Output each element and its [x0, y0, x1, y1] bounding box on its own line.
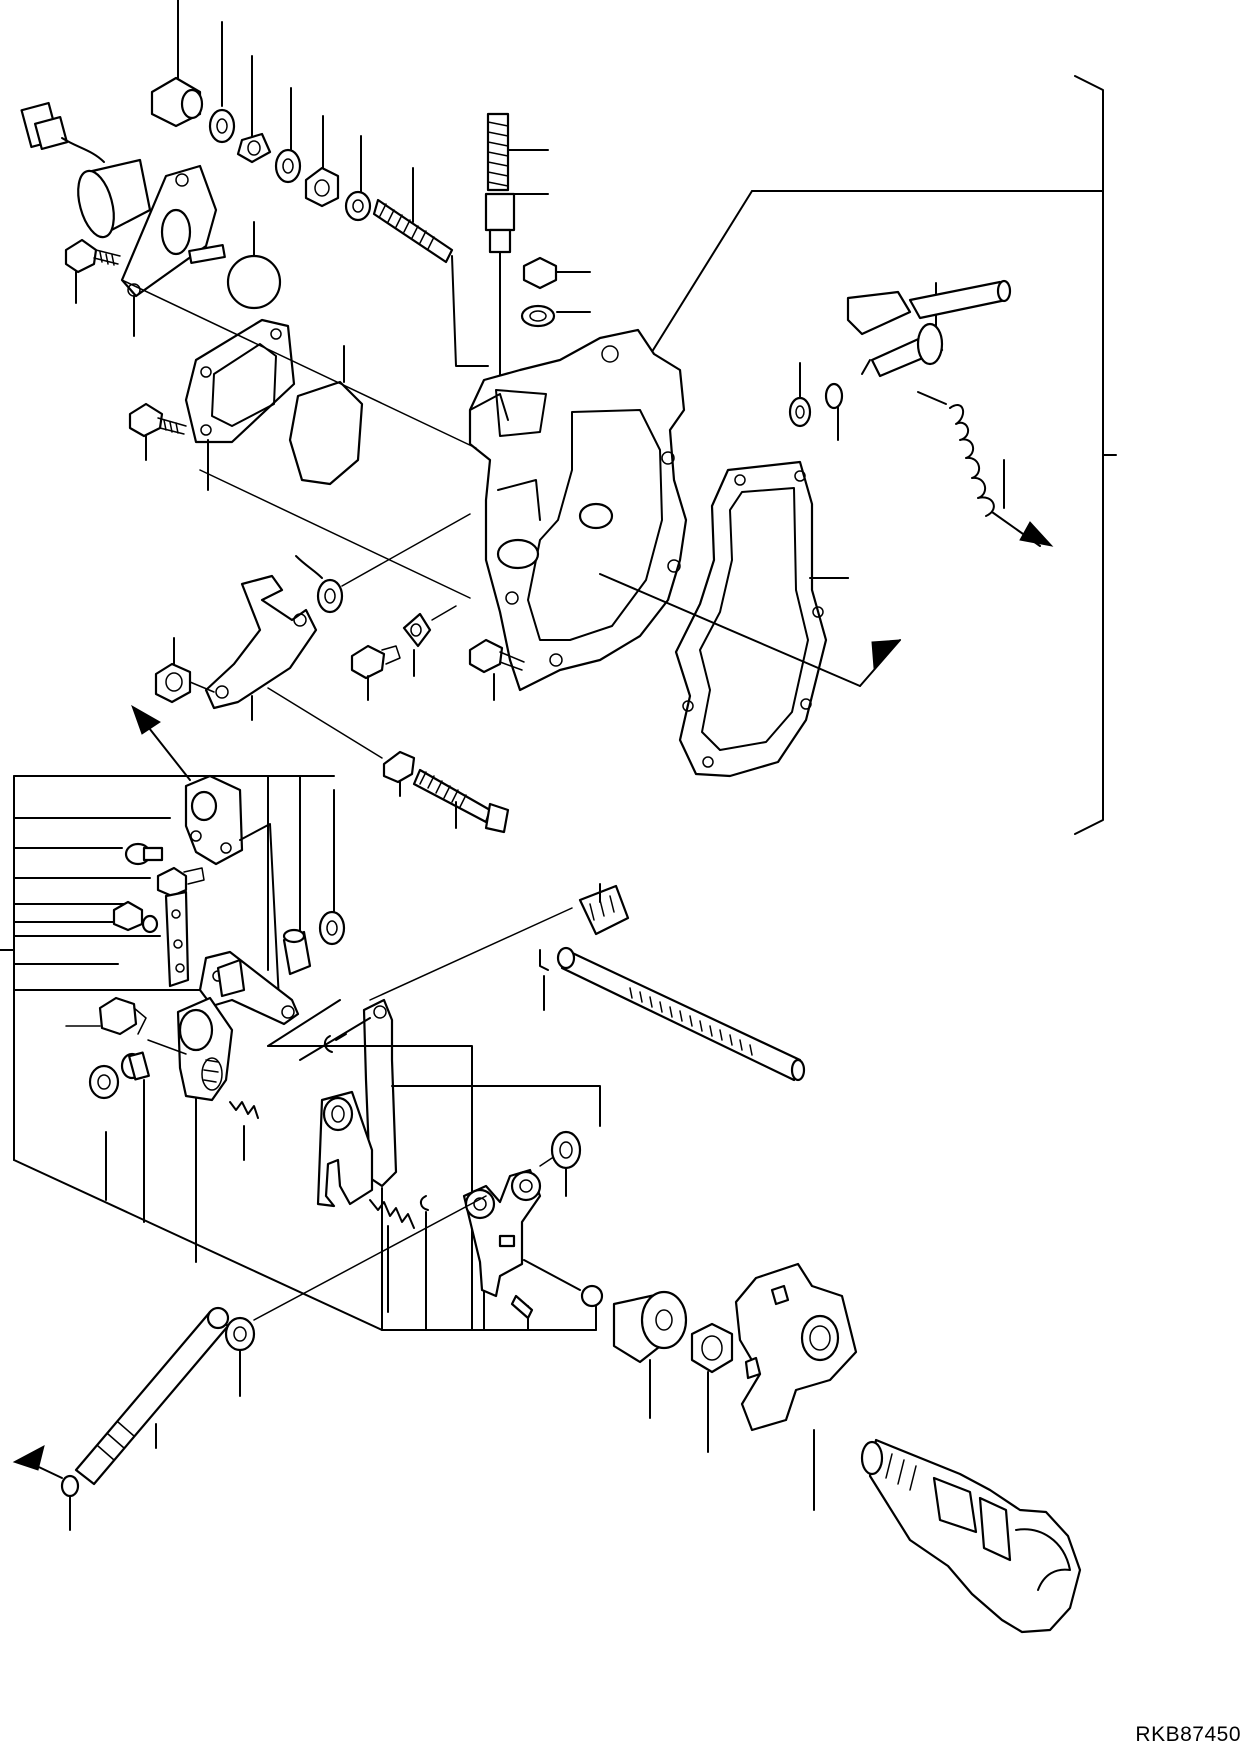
flange-nut — [154, 637, 215, 704]
collar — [120, 1051, 150, 1081]
hex-nut-1 — [304, 166, 340, 208]
circlip-1 — [324, 1033, 347, 1053]
clip-washer — [402, 605, 457, 677]
floating-lever — [198, 950, 300, 1026]
cap-nut — [150, 76, 204, 128]
cover-gasket-o-ring — [288, 345, 364, 486]
lever-spring-pin — [295, 513, 471, 614]
direction-arrow-1 — [599, 573, 902, 687]
nut-spacer — [65, 996, 187, 1055]
adjusting-spring-bolt — [372, 198, 489, 367]
spring-small-left — [229, 1101, 259, 1161]
leader-frame-lower-left — [0, 775, 383, 1331]
governor-housing — [468, 328, 688, 692]
stop-solenoid — [20, 101, 226, 337]
return-spring — [917, 391, 1054, 547]
bolt-middle-2 — [468, 638, 525, 701]
control-lever-shaft — [846, 279, 1012, 378]
fork-lever — [462, 1168, 542, 1298]
housing-gasket — [674, 460, 849, 778]
pin-small-1 — [124, 842, 164, 866]
governor-shaft — [60, 1306, 230, 1531]
washer-shaft-lower — [224, 1195, 487, 1397]
pin-rack — [539, 949, 549, 1011]
washer-3 — [344, 190, 372, 222]
washer-lower-left — [88, 1064, 120, 1100]
hex-nut-lower — [690, 1322, 734, 1453]
adjusting-bolt-long — [267, 687, 510, 834]
threaded-stud — [486, 112, 510, 192]
lock-washer — [236, 132, 272, 164]
bolt-cover — [128, 402, 187, 461]
nut-fitting — [484, 192, 516, 397]
leader-cover-2 — [199, 469, 471, 599]
flyweight-holder — [734, 1262, 858, 1511]
bolt-solenoid — [64, 238, 121, 304]
sleeve-flange — [612, 1290, 688, 1419]
washer-fork — [539, 1130, 582, 1197]
direction-arrow-2 — [131, 704, 191, 781]
control-rack — [369, 883, 806, 1082]
washer-shaft — [788, 396, 812, 428]
gasket-washer — [520, 304, 556, 328]
o-ring-solenoid — [226, 221, 282, 310]
stop-lever-bracket — [204, 574, 318, 721]
governor-lever-assembly — [184, 774, 281, 1021]
washer-1 — [208, 108, 236, 144]
link-plate — [164, 890, 190, 988]
camshaft — [860, 1438, 1082, 1634]
leader-group-center — [267, 1045, 601, 1331]
sleeve-lever — [176, 996, 234, 1102]
leader-cover-to-housing — [121, 279, 477, 449]
circlip-2 — [420, 1195, 429, 1211]
nut-small-1 — [112, 900, 159, 934]
start-spring — [369, 1199, 415, 1313]
bushing — [282, 928, 312, 976]
shaft-arrow — [12, 1445, 63, 1479]
set-screw — [523, 1259, 604, 1308]
guide-lever — [316, 1090, 374, 1208]
drawing-code: RKB87450 — [1135, 1723, 1241, 1746]
cover-plate — [184, 318, 296, 491]
bolt-middle-1 — [350, 644, 401, 701]
pin-small-2 — [510, 1294, 534, 1320]
washer-2 — [274, 148, 302, 184]
bolt-small-1 — [156, 866, 205, 898]
o-ring-small — [824, 382, 844, 410]
washer-lever — [318, 910, 346, 946]
assembly-bracket-right — [649, 75, 1117, 835]
plug-bolt — [522, 256, 558, 290]
